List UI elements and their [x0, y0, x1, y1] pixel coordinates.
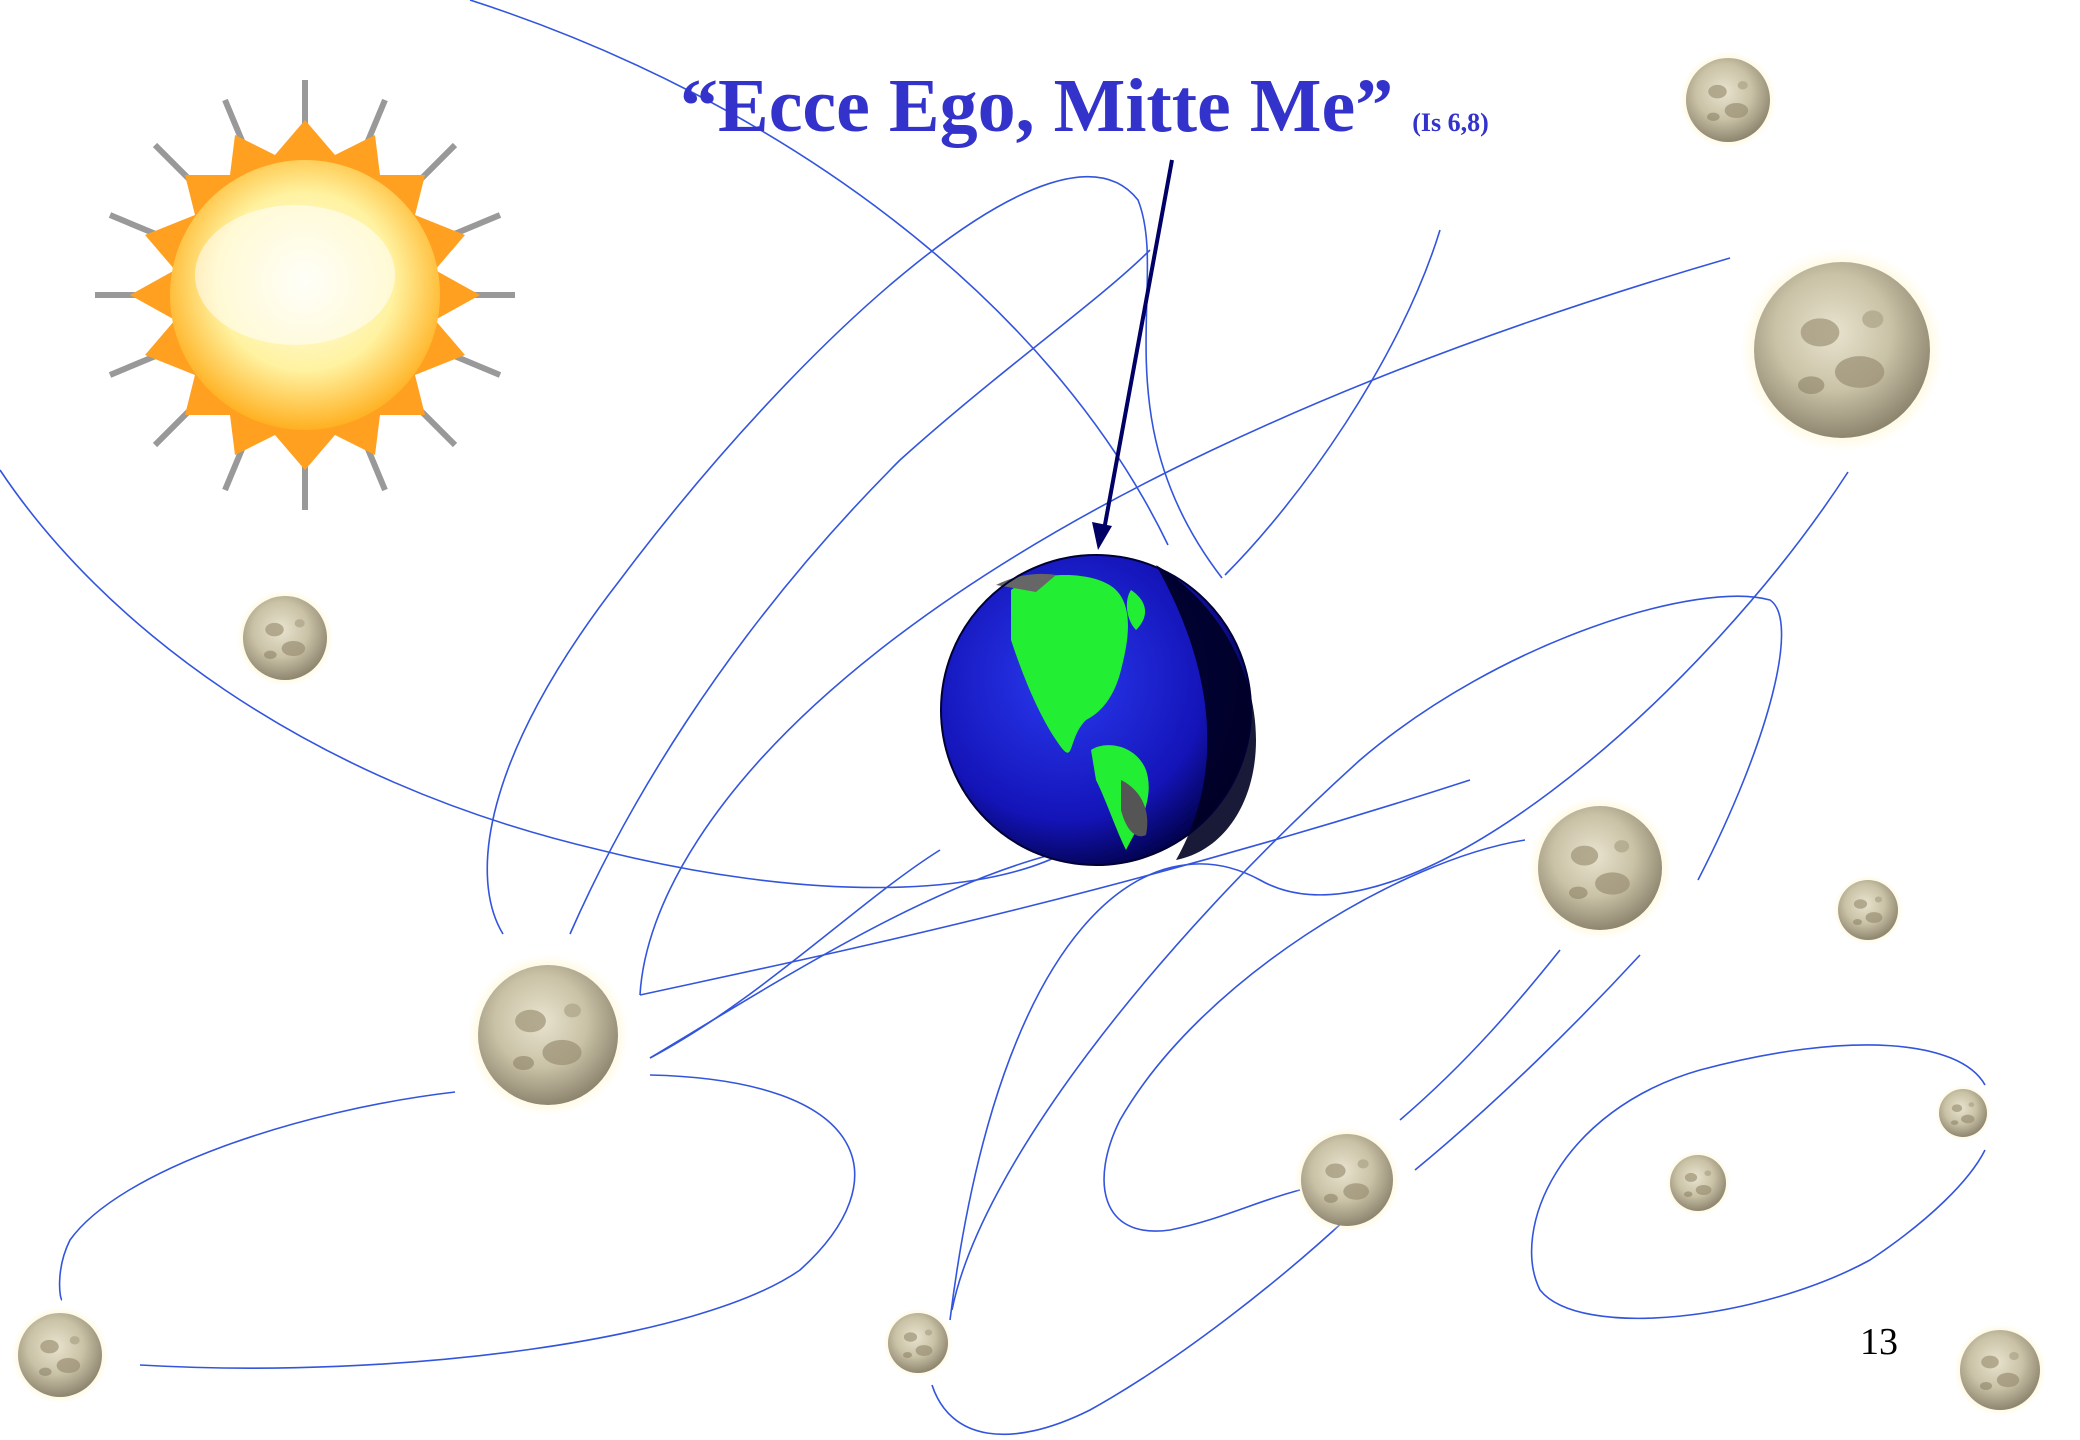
page-number: 13: [1860, 1321, 1898, 1363]
orbit-top-right-line: [1224, 229, 1441, 576]
moon-icon: [1665, 1150, 1731, 1216]
orbit-center-ellipse-inner: [649, 849, 941, 1059]
sun-icon: [95, 80, 515, 510]
orbit-diagonal-top: [639, 779, 1471, 996]
slide-title: “Ecce Ego, Mitte Me” (Is 6,8): [680, 68, 1520, 144]
orbit-moon-link-2: [1414, 954, 1641, 1171]
earth-globe-icon: [940, 554, 1256, 866]
orbit-right-loop-2: [1103, 839, 1526, 1232]
moon-icon: [1935, 1085, 1991, 1141]
moon-icon: [1954, 1324, 2046, 1416]
orbit-large-ellipse-lower: [0, 469, 1071, 889]
moon-icon: [1740, 248, 1944, 452]
orbit-bottom-left-ellipse-top: [58, 1091, 456, 1301]
title-reference: (Is 6,8): [1412, 108, 1489, 137]
orbit-left-loop: [486, 176, 1223, 935]
moon-icon: [236, 589, 334, 687]
arrow-icon: [1092, 159, 1174, 550]
moon-icon: [1679, 51, 1777, 149]
orbit-long-arc-top: [569, 249, 1151, 935]
moon-icon: [1833, 875, 1903, 945]
orbit-right-loop: [951, 595, 1783, 1311]
moon-icon: [1528, 796, 1672, 940]
orbit-bottom-arc: [931, 1219, 1346, 1436]
title-text: “Ecce Ego, Mitte Me”: [680, 64, 1394, 148]
orbit-right-sweep: [639, 257, 1731, 996]
moon-icon: [11, 1306, 109, 1404]
moon-icon: [1294, 1127, 1400, 1233]
orbit-right-sweep-2: [649, 854, 1051, 1059]
orbit-bottom-left-ellipse-right: [139, 1074, 856, 1369]
moon-icon: [883, 1308, 953, 1378]
orbit-right-big: [949, 471, 1849, 1321]
moon-icon: [467, 954, 629, 1116]
orbit-moon-link-1: [1399, 949, 1561, 1121]
orbit-bottom-right-ellipse: [1530, 1044, 1986, 1320]
orbit-lines: [0, 0, 1986, 1436]
orbit-large-ellipse: [469, 0, 1169, 546]
